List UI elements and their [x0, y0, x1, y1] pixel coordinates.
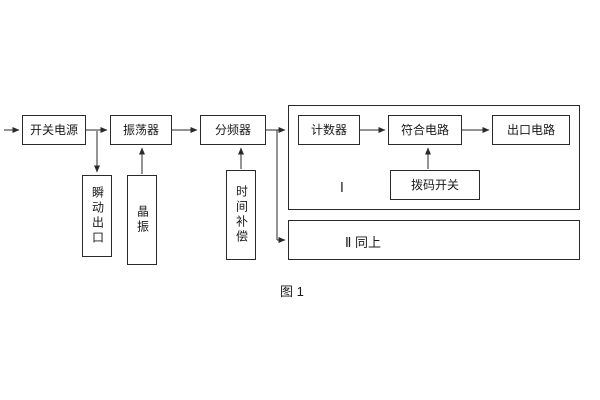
- box-oscillator-label: 振荡器: [122, 122, 159, 137]
- box-crystal-oscillator: 晶振: [127, 175, 157, 265]
- box-instant-outlet: 瞬动出口: [82, 175, 112, 257]
- figure-caption: 图 1: [280, 284, 304, 299]
- box-time-compensation: 时间补偿: [226, 170, 256, 260]
- box-frequency-divider-label: 分频器: [214, 122, 251, 137]
- box-oscillator: 振荡器: [110, 115, 172, 145]
- box-dip-switch: 拨码开关: [390, 170, 480, 200]
- section-1-container: [288, 105, 580, 210]
- section-1-label: Ⅰ: [340, 180, 344, 195]
- box-coincidence-circuit-label: 符合电路: [400, 122, 449, 137]
- box-crystal-oscillator-label: 晶振: [135, 205, 150, 235]
- box-coincidence-circuit: 符合电路: [388, 115, 462, 145]
- box-switch-power-supply-label: 开关电源: [29, 122, 78, 137]
- box-output-circuit: 出口电路: [492, 115, 570, 145]
- box-counter: 计数器: [298, 115, 360, 145]
- box-frequency-divider: 分频器: [200, 115, 266, 145]
- section-2-container: [288, 220, 580, 260]
- box-dip-switch-label: 拨码开关: [410, 177, 459, 192]
- section-2-label: Ⅱ 同上: [345, 235, 382, 250]
- box-counter-label: 计数器: [310, 122, 347, 137]
- box-switch-power-supply: 开关电源: [22, 115, 86, 145]
- box-time-compensation-label: 时间补偿: [234, 185, 249, 245]
- box-instant-outlet-label: 瞬动出口: [90, 186, 105, 246]
- box-output-circuit-label: 出口电路: [506, 122, 555, 137]
